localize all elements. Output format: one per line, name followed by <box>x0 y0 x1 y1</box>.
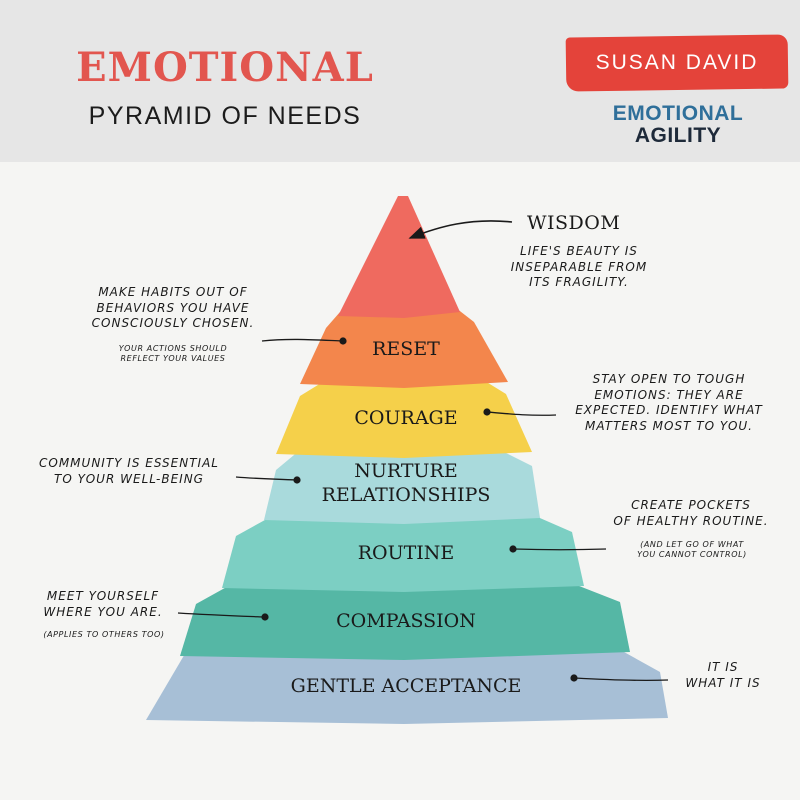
level-label-gentle-acceptance: GENTLE ACCEPTANCE <box>291 675 522 697</box>
level-label-nurture: NURTURE <box>354 460 457 482</box>
note-routine-small: (AND LET GO OF WHAT YOU CANNOT CONTROL) <box>637 540 747 560</box>
level-label-courage: COURAGE <box>354 407 457 429</box>
note-courage: STAY OPEN TO TOUGH EMOTIONS: THEY ARE EX… <box>575 372 763 433</box>
note-wisdom: LIFE'S BEAUTY IS INSEPARABLE FROM ITS FR… <box>510 244 648 290</box>
connector-reset <box>261 337 347 345</box>
level-label-wisdom: WISDOM <box>527 212 620 234</box>
book-title-line-2: AGILITY <box>634 124 722 147</box>
wisdom-arrow <box>408 220 513 239</box>
connector-nurture <box>235 476 301 484</box>
pyramid-level-wisdom <box>338 196 460 318</box>
level-label-routine: ROUTINE <box>358 542 455 564</box>
connector-routine <box>509 545 607 553</box>
note-reset-small: YOUR ACTIONS SHOULD REFLECT YOUR VALUES <box>118 344 228 364</box>
pyramid-level-gentle-acceptance <box>146 652 668 724</box>
level-label-reset: RESET <box>372 338 440 360</box>
pyramid-level-reset <box>300 308 508 388</box>
pyramid-level-compassion <box>180 584 630 660</box>
page-title: EMOTIONAL <box>76 44 374 91</box>
note-routine: CREATE POCKETS OF HEALTHY ROUTINE. <box>613 498 769 528</box>
note-compassion: MEET YOURSELF WHERE YOU ARE. <box>43 589 163 619</box>
connector-acceptance <box>570 674 669 682</box>
level-label-relationships: RELATIONSHIPS <box>322 484 491 506</box>
level-label-compassion: COMPASSION <box>336 610 476 632</box>
pyramid-level-courage <box>276 378 532 458</box>
book-title-line-1: EMOTIONAL <box>612 102 744 125</box>
author-name: SUSAN DAVID <box>595 51 759 74</box>
note-nurture: COMMUNITY IS ESSENTIAL TO YOUR WELL-BEIN… <box>39 456 219 486</box>
connector-courage <box>483 408 557 416</box>
pyramid-level-routine <box>222 515 584 592</box>
note-acceptance: IT IS WHAT IT IS <box>685 660 761 690</box>
note-reset: MAKE HABITS OUT OF BEHAVIORS YOU HAVE CO… <box>91 285 255 331</box>
page-subtitle: PYRAMID OF NEEDS <box>88 102 362 130</box>
pyramid-level-nurture-relationships <box>264 450 540 524</box>
connector-compassion <box>177 612 269 621</box>
note-compassion-small: (APPLIES TO OTHERS TOO) <box>43 630 165 639</box>
